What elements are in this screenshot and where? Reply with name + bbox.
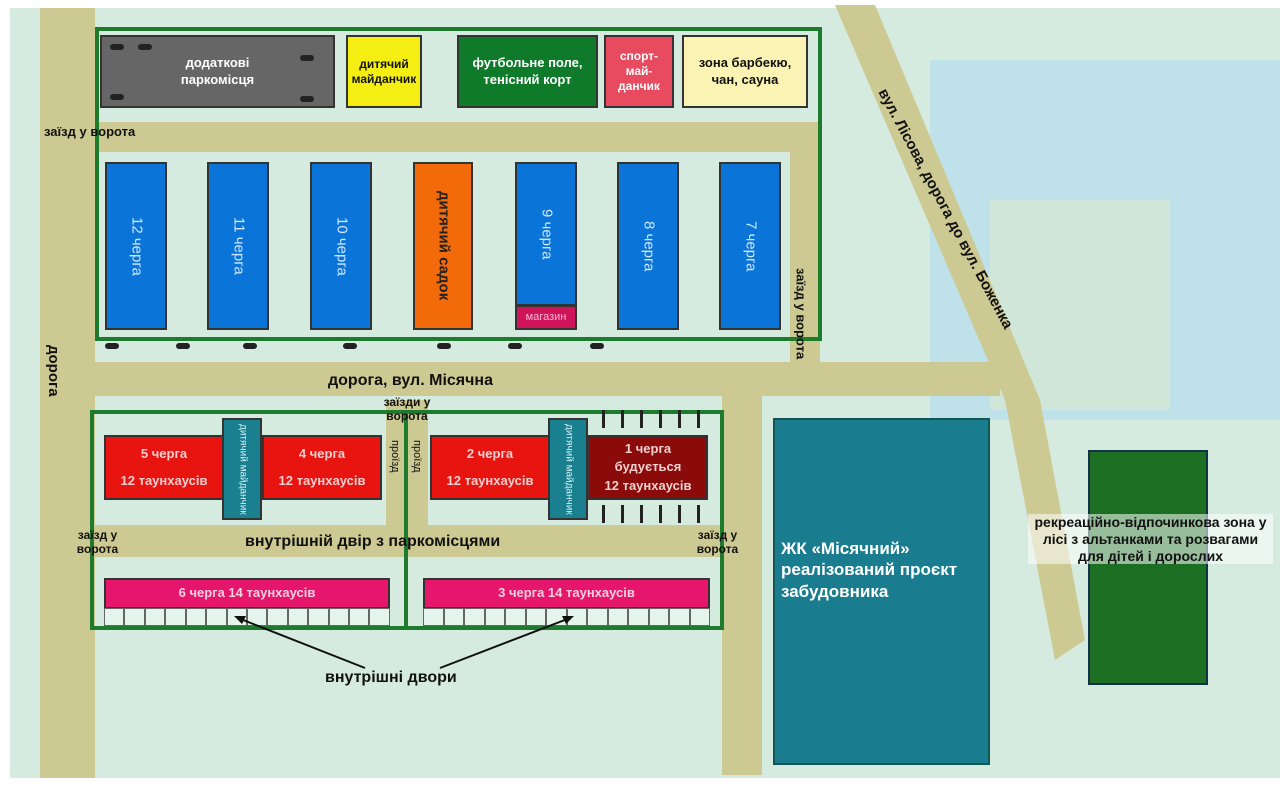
queue-7[interactable]: 7 черга xyxy=(719,162,781,330)
gate-lower-right-label: заїзд у ворота xyxy=(696,528,739,557)
playground-lower-right[interactable]: дитячий майданчик xyxy=(548,418,588,520)
queue-8[interactable]: 8 черга xyxy=(617,162,679,330)
main-road-label: дорога, вул. Місячна xyxy=(328,372,493,389)
queue-12[interactable]: 12 черга xyxy=(105,162,167,330)
shop[interactable]: магазин xyxy=(515,305,577,330)
inner-yard-label: внутрішній двір з паркомісцями xyxy=(245,533,501,550)
football-field[interactable]: футбольне поле, тенісний корт xyxy=(457,35,598,108)
sport-ground[interactable]: спорт-май-данчик xyxy=(604,35,674,108)
recreation-label: рекреаційно-відпочинкова зона у лісі з а… xyxy=(1028,514,1273,565)
queue-11[interactable]: 11 черга xyxy=(207,162,269,330)
queue-10[interactable]: 10 черга xyxy=(310,162,372,330)
car-icon xyxy=(590,343,604,349)
car-icon xyxy=(243,343,257,349)
lower-road xyxy=(722,395,762,775)
left-road-label: дорога xyxy=(45,345,62,397)
gate-top-road xyxy=(40,122,820,152)
playground-lower-left[interactable]: дитячий майданчик xyxy=(222,418,262,520)
main-road xyxy=(40,362,1000,396)
car-icon xyxy=(508,343,522,349)
car-icon xyxy=(138,44,152,50)
inner-yards-label: внутрішні двори xyxy=(325,669,457,686)
passage-left-label: проїзд xyxy=(389,440,402,473)
bbq-zone[interactable]: зона барбекю, чан, сауна xyxy=(682,35,808,108)
parking-spots-top xyxy=(598,410,713,428)
gate-lower-left-label: заїзд у ворота xyxy=(76,528,119,557)
car-icon xyxy=(105,343,119,349)
yards-right xyxy=(423,608,710,626)
zk-misiachnyi[interactable]: ЖК «Місячний» реалізований проєкт забудо… xyxy=(773,418,990,765)
car-icon xyxy=(300,96,314,102)
car-icon xyxy=(110,44,124,50)
car-icon xyxy=(300,55,314,61)
playground-top[interactable]: дитячий майданчик xyxy=(346,35,422,108)
right-gate-road xyxy=(790,150,820,395)
car-icon xyxy=(437,343,451,349)
yards-left xyxy=(104,608,390,626)
top-frame xyxy=(95,27,822,341)
parking-spots-bottom xyxy=(598,505,713,523)
gate-top-label: заїзд у ворота xyxy=(44,124,136,139)
recreation-zone[interactable] xyxy=(1088,450,1208,685)
car-icon xyxy=(110,94,124,100)
center-divider xyxy=(404,410,408,630)
car-icon xyxy=(343,343,357,349)
gates-center-label: заїзди у ворота xyxy=(383,395,431,424)
kindergarten[interactable]: дитячий садок xyxy=(413,162,473,330)
passage-right-label: проїзд xyxy=(411,440,424,473)
queue-3[interactable]: 3 черга 14 таунхаусів xyxy=(423,578,710,609)
gate-right-label: заїзд у ворота xyxy=(793,268,809,360)
car-icon xyxy=(176,343,190,349)
